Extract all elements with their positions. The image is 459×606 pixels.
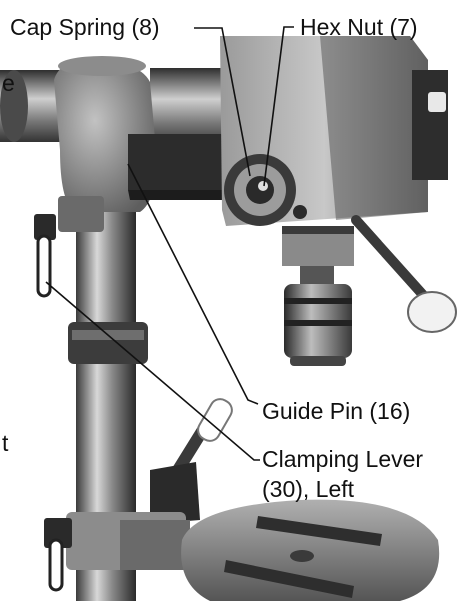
- rack-block: [128, 134, 238, 190]
- feed-handle-knob: [407, 291, 457, 333]
- leader-lines: [45, 26, 294, 461]
- clamping-lever-leader: [45, 281, 260, 461]
- cap-spring-leader: [194, 27, 251, 177]
- label-guide-pin: Guide Pin (16): [262, 398, 411, 424]
- hex-nut-leader: [263, 26, 294, 187]
- label-clamping-lever: Clamping Lever: [262, 446, 424, 472]
- label-clamping-lever-number: (30), Left: [262, 476, 355, 502]
- label-hex-nut: Hex Nut (7): [300, 14, 418, 40]
- label-cap-spring: Cap Spring (8): [10, 14, 160, 40]
- column-collar: [68, 322, 148, 364]
- clamping-lever-handle: [34, 214, 56, 240]
- edge-fragment-top: e: [2, 70, 15, 96]
- guide-pin-leader: [127, 163, 259, 405]
- edge-fragment-bottom: t: [2, 430, 9, 456]
